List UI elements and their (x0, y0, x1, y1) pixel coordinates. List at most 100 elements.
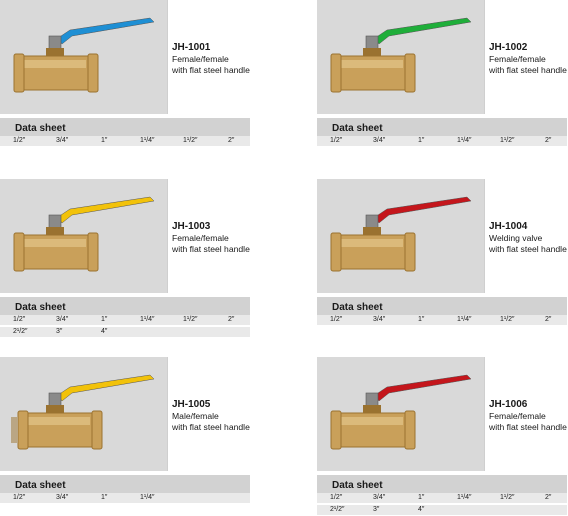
product-photo (0, 179, 167, 293)
valve-highlight (24, 60, 86, 68)
size-row: 2¹/2″3″4″ (0, 327, 250, 337)
product-photo (0, 0, 167, 114)
data-sheet-header: Data sheet (0, 475, 250, 495)
ball-valve-illustration (330, 196, 472, 272)
valve-bonnet (46, 227, 64, 235)
data-sheet-title: Data sheet (332, 480, 383, 491)
size-value: 2¹/2″ (330, 506, 345, 513)
size-value: 1¹/4″ (140, 316, 155, 323)
ball-valve-illustration (330, 17, 472, 93)
data-sheet-title: Data sheet (15, 302, 66, 313)
valve-highlight (341, 417, 403, 425)
left-port (13, 53, 25, 93)
right-port (91, 410, 103, 450)
left-port (330, 232, 342, 272)
product-code: JH-1002 (489, 42, 528, 53)
size-value: 3″ (373, 506, 380, 513)
product-handle: with flat steel handle (489, 421, 567, 432)
divider (167, 357, 168, 471)
size-value: 3/4″ (56, 494, 69, 501)
data-sheet-header: Data sheet (317, 475, 567, 495)
size-value: 1¹/4″ (140, 137, 155, 144)
left-port (17, 410, 29, 450)
data-sheet-title: Data sheet (332, 302, 383, 313)
product-code: JH-1006 (489, 399, 528, 410)
product-photo (317, 179, 484, 293)
product-type: Female/female (172, 233, 229, 243)
divider (167, 0, 168, 114)
divider (167, 179, 168, 293)
right-port (87, 53, 99, 93)
size-row: 1/2″3/4″1″1¹/4″1¹/2″2″ (0, 315, 250, 325)
size-value: 4″ (418, 506, 425, 513)
size-value: 1″ (101, 494, 108, 501)
valve-bonnet (363, 405, 381, 413)
size-value: 1/2″ (330, 494, 343, 501)
size-value: 2″ (545, 316, 552, 323)
size-row: 1/2″3/4″1″1¹/4″1¹/2″2″ (0, 136, 250, 146)
ball-valve-illustration (13, 17, 155, 93)
size-row: 1/2″3/4″1″1¹/4″1¹/2″2″ (317, 136, 567, 146)
ball-valve-illustration (13, 196, 155, 272)
product-code: JH-1005 (172, 399, 211, 410)
left-port (330, 410, 342, 450)
handle-lever (57, 374, 155, 402)
product-handle: with flat steel handle (489, 64, 567, 75)
data-sheet-header: Data sheet (317, 297, 567, 317)
size-value: 1/2″ (330, 316, 343, 323)
size-value: 1″ (101, 316, 108, 323)
valve-bonnet (46, 405, 64, 413)
handle-lever (57, 17, 155, 45)
size-value: 1/2″ (13, 494, 26, 501)
size-row: 2¹/2″ 3″ 4″ (317, 505, 567, 515)
size-value: 2″ (545, 494, 552, 501)
size-row: 1/2″3/4″1″1¹/4″1¹/2″2″ (317, 315, 567, 325)
stem-nut (48, 214, 62, 230)
product-handle: with flat steel handle (172, 243, 250, 254)
size-value: 1¹/2″ (500, 494, 515, 501)
valve-bonnet (363, 48, 381, 56)
size-value: 3/4″ (373, 316, 386, 323)
right-port (404, 410, 416, 450)
size-value: 1¹/4″ (140, 494, 155, 501)
product-type: Female/female (489, 54, 546, 64)
size-value: 1¹/2″ (183, 137, 198, 144)
data-sheet-title: Data sheet (332, 123, 383, 134)
stem-nut (48, 35, 62, 51)
size-value: 3/4″ (56, 137, 69, 144)
handle-lever (374, 374, 472, 402)
size-value: 1¹/2″ (500, 137, 515, 144)
ball-valve-illustration (11, 374, 155, 450)
valve-highlight (24, 239, 86, 247)
right-port (87, 232, 99, 272)
size-value: 1/2″ (13, 316, 26, 323)
size-value: 3″ (56, 328, 63, 335)
data-sheet-title: Data sheet (15, 123, 66, 134)
data-sheet-header: Data sheet (0, 297, 250, 317)
size-value: 2″ (228, 316, 235, 323)
data-sheet-header: Data sheet (0, 118, 250, 138)
data-sheet-header: Data sheet (317, 118, 567, 138)
stem-nut (365, 35, 379, 51)
product-type: Female/female (172, 54, 229, 64)
data-sheet-title: Data sheet (15, 480, 66, 491)
product-handle: with flat steel handle (172, 64, 250, 75)
handle-lever (57, 196, 155, 224)
product-code: JH-1001 (172, 42, 211, 53)
right-port (404, 53, 416, 93)
right-port (404, 232, 416, 272)
ball-valve-illustration (330, 374, 472, 450)
stem-nut (365, 214, 379, 230)
stem-nut (365, 392, 379, 408)
size-value: 1¹/2″ (500, 316, 515, 323)
size-value: 3/4″ (373, 137, 386, 144)
handle-lever (374, 196, 472, 224)
product-type: Welding valve (489, 233, 543, 243)
size-value: 3/4″ (373, 494, 386, 501)
valve-highlight (341, 239, 403, 247)
product-code: JH-1004 (489, 221, 528, 232)
size-value: 1″ (101, 137, 108, 144)
